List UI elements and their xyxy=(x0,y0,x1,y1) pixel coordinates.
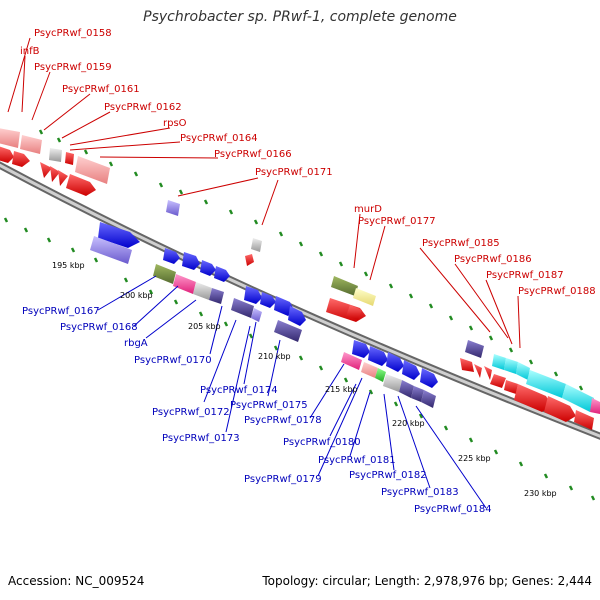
gene-label: PsycPRwf_0159 xyxy=(34,62,112,73)
backbone xyxy=(0,161,600,440)
gene-label: infB xyxy=(20,46,40,57)
accession-text: Accession: NC_009524 xyxy=(8,574,145,588)
gene-label: PsycPRwf_0184 xyxy=(414,504,492,515)
kbp-label: 225 kbp xyxy=(458,454,491,463)
inner-genes xyxy=(90,222,438,408)
gene-label: PsycPRwf_0185 xyxy=(422,238,500,249)
gene-label: PsycPRwf_0167 xyxy=(22,306,100,317)
kbp-label: 200 kbp xyxy=(120,291,153,300)
gene-label: PsycPRwf_0166 xyxy=(214,149,292,160)
gene-label: PsycPRwf_0180 xyxy=(283,437,361,448)
gene-label: PsycPRwf_0181 xyxy=(318,455,396,466)
kbp-label: 230 kbp xyxy=(524,489,557,498)
gene-label: PsycPRwf_0177 xyxy=(358,216,436,227)
inner-labels: PsycPRwf_0167 PsycPRwf_0168 rbgA PsycPRw… xyxy=(22,306,492,515)
gene-label: murD xyxy=(354,204,382,215)
kbp-labels: 195 kbp 200 kbp 205 kbp 210 kbp 215 kbp … xyxy=(52,261,557,498)
gene-label: PsycPRwf_0170 xyxy=(134,355,212,366)
gene-label: PsycPRwf_0187 xyxy=(486,270,564,281)
outer-labels: PsycPRwf_0158 infB PsycPRwf_0159 PsycPRw… xyxy=(20,28,596,297)
kbp-label: 215 kbp xyxy=(325,385,358,394)
gene-label: rbgA xyxy=(124,338,148,349)
topology-summary: Topology: circular; Length: 2,978,976 bp… xyxy=(262,574,592,588)
kbp-label: 220 kbp xyxy=(392,419,425,428)
gene-label: PsycPRwf_0172 xyxy=(152,407,230,418)
gene-label: PsycPRwf_0182 xyxy=(349,470,427,481)
gene-label: rpsO xyxy=(163,118,187,129)
gene-label: PsycPRwf_0175 xyxy=(230,400,308,411)
gene-label: PsycPRwf_0162 xyxy=(104,102,182,113)
gene-label: PsycPRwf_0174 xyxy=(200,385,278,396)
gene-label: PsycPRwf_0168 xyxy=(60,322,138,333)
tick-marks xyxy=(3,129,596,501)
kbp-label: 205 kbp xyxy=(188,322,221,331)
kbp-label: 210 kbp xyxy=(258,352,291,361)
gene-label: PsycPRwf_0178 xyxy=(244,415,322,426)
gene-label: PsycPRwf_0173 xyxy=(162,433,240,444)
outer-leader-lines xyxy=(7,37,521,349)
gene-label: PsycPRwf_0161 xyxy=(62,84,140,95)
inner-leader-lines xyxy=(97,275,487,509)
gene-label: PsycPRwf_0171 xyxy=(255,167,333,178)
gene-label: PsycPRwf_0186 xyxy=(454,254,532,265)
gene-label: PsycPRwf_0188 xyxy=(518,286,596,297)
gene-label: PsycPRwf_0183 xyxy=(381,487,459,498)
map-title: Psychrobacter sp. PRwf-1, complete genom… xyxy=(143,9,457,25)
gene-label: PsycPRwf_0158 xyxy=(34,28,112,39)
gene-label: PsycPRwf_0164 xyxy=(180,133,258,144)
gene-label: PsycPRwf_0179 xyxy=(244,474,322,485)
kbp-label: 195 kbp xyxy=(52,261,85,270)
outer-genes xyxy=(0,128,600,430)
